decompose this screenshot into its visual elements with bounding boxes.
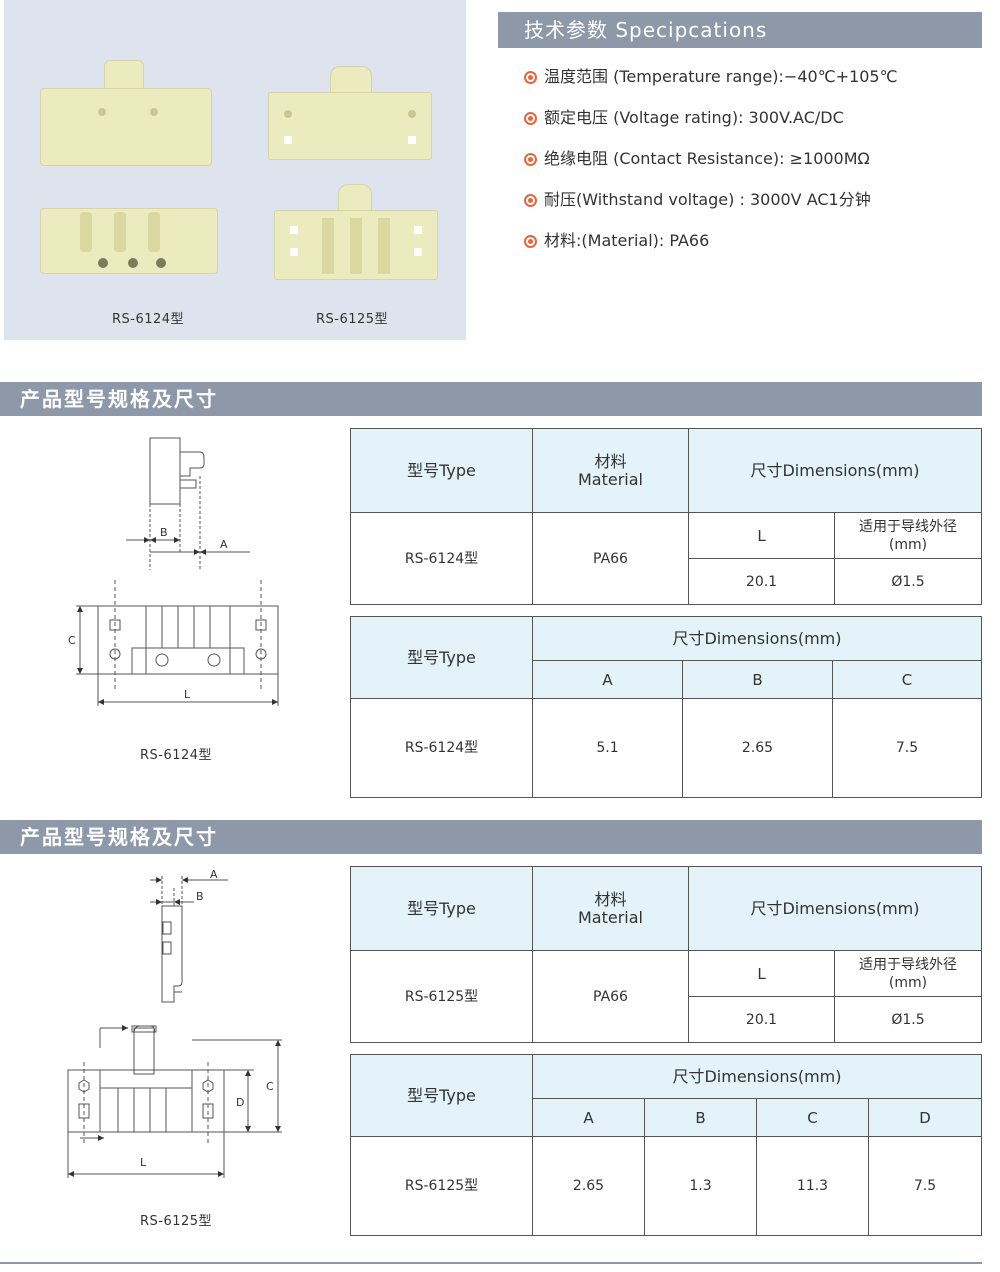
header-dimensions: 尺寸Dimensions(mm) (532, 1053, 982, 1100)
specifications-header: 技术参数 Specipcations (498, 12, 982, 48)
spec-item-temperature: 温度范围 (Temperature range):−40℃+105℃ (524, 64, 984, 105)
bullet-icon (524, 194, 537, 207)
rs6124-material-table: 型号Type 材料 Material 尺寸Dimensions(mm) RS-6… (350, 428, 982, 605)
cell-model: RS-6124型 (350, 698, 533, 798)
photo-label-rs6125: RS-6125型 (316, 312, 389, 327)
cell-l: 20.1 (688, 996, 835, 1043)
header-dim-b: B (682, 660, 833, 700)
dim-label-l: L (140, 1156, 147, 1169)
section-title-rs6125: 产品型号规格及尺寸 (0, 820, 982, 854)
dim-label-l: L (184, 688, 191, 701)
spec-item-resistance: 绝缘电阻 (Contact Resistance): ≥1000MΩ (524, 146, 984, 187)
cell-model: RS-6125型 (350, 950, 533, 1043)
cell-dim-b: 2.65 (682, 698, 833, 798)
header-dimensions: 尺寸Dimensions(mm) (688, 428, 982, 513)
cell-dim-a: 2.65 (532, 1136, 645, 1236)
cell-wire-diameter: Ø1.5 (834, 558, 982, 605)
section-title-rs6124: 产品型号规格及尺寸 (0, 382, 982, 416)
bullet-icon (524, 71, 537, 84)
bottom-divider (0, 1262, 982, 1264)
spec-item-withstand: 耐压(Withstand voltage) : 3000V AC1分钟 (524, 187, 984, 228)
dim-label-c: C (68, 634, 76, 647)
dim-label-a: A (210, 868, 218, 881)
header-dim-a: A (532, 660, 683, 700)
header-l: L (688, 512, 835, 559)
cell-dim-a: 5.1 (532, 698, 683, 798)
header-material: 材料 Material (532, 866, 689, 951)
spec-item-voltage: 额定电压 (Voltage rating): 300V.AC/DC (524, 105, 984, 146)
dim-label-c: C (266, 1080, 274, 1093)
rs6125-technical-drawing: A B C D L (67, 868, 282, 1178)
header-dimensions: 尺寸Dimensions(mm) (688, 866, 982, 951)
cell-dim-c: 7.5 (832, 698, 982, 798)
header-l: L (688, 950, 835, 997)
header-dim-c: C (832, 660, 982, 700)
cell-material: PA66 (532, 950, 689, 1043)
dim-label-a: A (220, 538, 228, 551)
header-type: 型号Type (350, 615, 533, 700)
header-type: 型号Type (350, 866, 533, 951)
bullet-icon (524, 153, 537, 166)
header-material: 材料 Material (532, 428, 689, 513)
specifications-list: 温度范围 (Temperature range):−40℃+105℃ 额定电压 … (524, 64, 984, 269)
drawing-label-rs6124: RS-6124型 (140, 748, 213, 763)
cell-l: 20.1 (688, 558, 835, 605)
header-dimensions: 尺寸Dimensions(mm) (532, 615, 982, 662)
header-dim-d: D (868, 1098, 982, 1138)
dim-label-d: D (236, 1096, 244, 1109)
header-wire-diameter: 适用于导线外径 (mm) (834, 512, 982, 559)
rs6124-dimensions-table: 型号Type 尺寸Dimensions(mm) A B C RS-6124型 5… (350, 615, 982, 798)
bullet-icon (524, 112, 537, 125)
cell-model: RS-6125型 (350, 1136, 533, 1236)
dim-label-b: B (160, 526, 168, 539)
cell-wire-diameter: Ø1.5 (834, 996, 982, 1043)
dim-label-b: B (196, 890, 204, 903)
rs6124-technical-drawing: B A C L (68, 437, 279, 706)
rs6125-dimensions-table: 型号Type 尺寸Dimensions(mm) A B C D RS-6125型… (350, 1053, 982, 1236)
header-dim-a: A (532, 1098, 645, 1138)
header-wire-diameter: 适用于导线外径 (mm) (834, 950, 982, 997)
cell-material: PA66 (532, 512, 689, 605)
header-type: 型号Type (350, 428, 533, 513)
cell-dim-c: 11.3 (756, 1136, 869, 1236)
spec-item-material: 材料:(Material): PA66 (524, 228, 984, 269)
cell-dim-b: 1.3 (644, 1136, 757, 1236)
cell-model: RS-6124型 (350, 512, 533, 605)
product-photo-panel: RS-6124型 RS-6125型 (4, 0, 466, 340)
cell-dim-d: 7.5 (868, 1136, 982, 1236)
bullet-icon (524, 235, 537, 248)
header-dim-b: B (644, 1098, 757, 1138)
rs6125-material-table: 型号Type 材料 Material 尺寸Dimensions(mm) RS-6… (350, 866, 982, 1043)
drawing-label-rs6125: RS-6125型 (140, 1214, 213, 1229)
header-dim-c: C (756, 1098, 869, 1138)
header-type: 型号Type (350, 1053, 533, 1138)
photo-label-rs6124: RS-6124型 (112, 312, 185, 327)
